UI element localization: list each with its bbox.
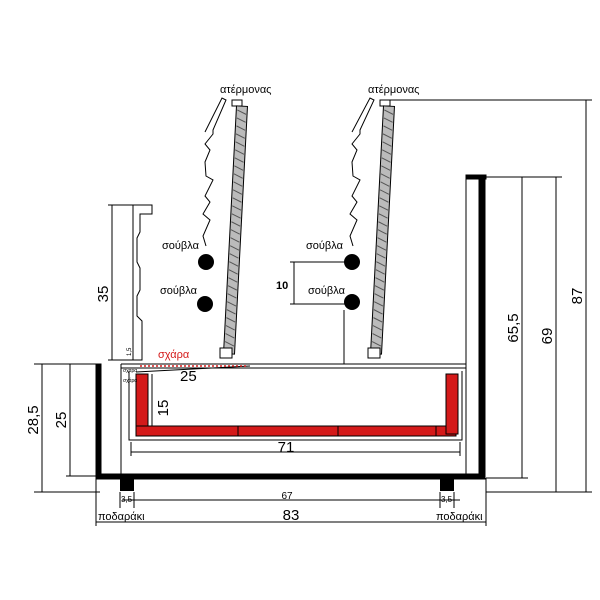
dim-25-top: 25 [180,368,197,385]
dim-65-5: 65,5 [505,313,522,342]
grill-label: σχάρα [158,349,190,361]
dim-10: 10 [276,280,288,292]
dim-67: 67 [281,491,293,502]
dim-28-5: 28,5 [25,405,42,434]
skewer-dot-3 [344,254,360,270]
skewer-dot-2 [197,296,213,312]
skewer-label-4: σούβλα [308,285,346,297]
dim-87: 87 [569,288,586,305]
skewer-label-1: σούβλα [162,240,200,252]
dim-83: 83 [283,507,300,524]
left-support-profile [132,204,153,361]
skewer-dot-1 [198,254,214,270]
leg-label-left: ποδαράκι [98,511,145,523]
leg-left [120,479,134,491]
skewer-label-2: σούβλα [160,285,198,297]
leg-label-right: ποδαράκι [436,511,483,523]
left-skewer-rack [202,97,227,247]
dim-3-5-left: 3,5 [121,495,133,504]
right-spring [367,99,396,359]
terminator-label-left: ατέρμονας [220,84,271,96]
dim-25-left: 25 [53,412,70,429]
dimension-lines [34,99,592,526]
dim-71: 71 [278,439,295,456]
right-skewer-rack [349,97,375,247]
dim-35: 35 [95,286,112,303]
leg-right [440,479,454,491]
skewer-label-3: σούβλα [306,240,344,252]
skewer-dot-4 [344,294,360,310]
grill-label-small-2: σχάρα [123,377,137,384]
terminator-label-right: ατέρμονας [368,84,419,96]
cabinet-body [95,174,487,480]
dim-1-5: 1,5 [127,347,133,356]
left-spring [219,99,249,359]
dim-15: 15 [155,400,172,417]
dim-69: 69 [539,328,556,345]
dim-3-5-right: 3,5 [441,495,453,504]
grill-label-small-1: σχάρα [123,367,137,374]
drip-tray [128,371,463,441]
